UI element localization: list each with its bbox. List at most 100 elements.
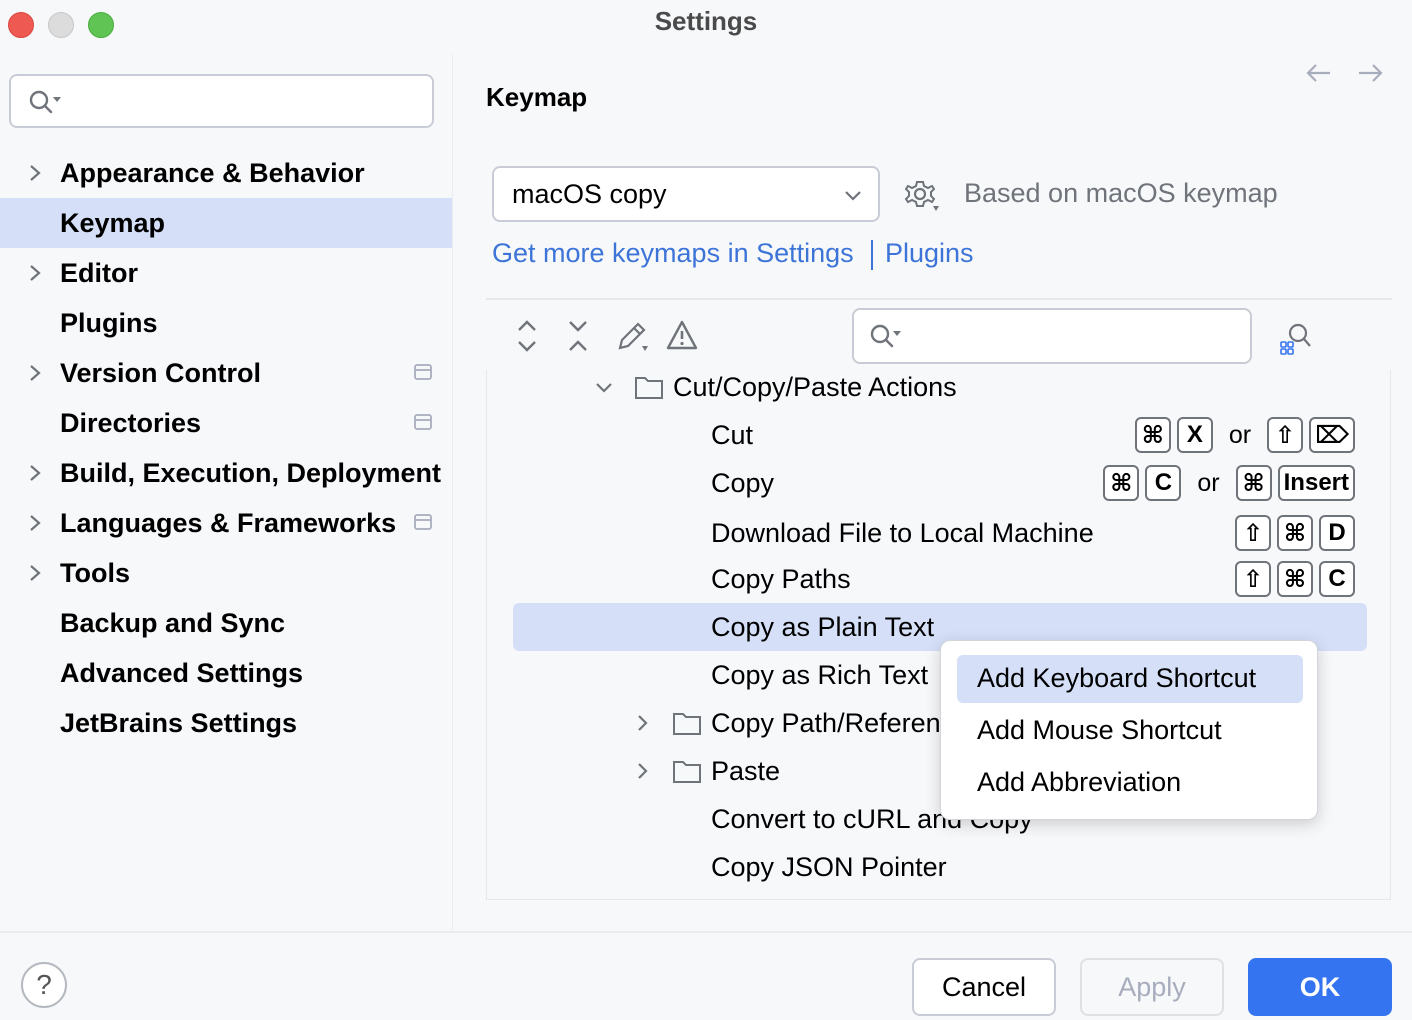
sidebar-item-plugins[interactable]: Plugins (0, 298, 452, 348)
find-by-shortcut-icon[interactable] (1278, 320, 1314, 356)
sidebar-search-input[interactable] (9, 74, 434, 128)
sidebar-item-label: JetBrains Settings (60, 708, 298, 738)
chevron-right-icon[interactable] (25, 461, 45, 485)
shortcut-keys: ⇧⌘C (1235, 555, 1355, 603)
window-title: Settings (654, 6, 758, 36)
tree-row-label: Copy as Rich Text (711, 660, 929, 690)
keycap: C (1145, 465, 1182, 501)
menu-item-label: Add Mouse Shortcut (977, 715, 1222, 745)
help-button[interactable]: ? (21, 962, 67, 1008)
add-abbreviation-item[interactable]: Add Abbreviation (957, 759, 1303, 807)
tree-group-label: Cut/Copy/Paste Actions (673, 372, 957, 402)
search-icon (870, 324, 901, 348)
keycap: Insert (1277, 465, 1355, 501)
sidebar-item-label: Languages & Frameworks (60, 508, 397, 538)
chevron-right-icon[interactable] (25, 361, 45, 385)
tree-row-label: Copy (711, 468, 775, 498)
chevron-right-icon[interactable] (25, 161, 45, 185)
sidebar-item-appearance-behavior[interactable]: Appearance & Behavior (0, 148, 452, 198)
sidebar-item-build-execution-deployment[interactable]: Build, Execution, Deployment (0, 448, 452, 498)
sidebar-item-label: Backup and Sync (60, 608, 286, 638)
chevron-down-icon (845, 191, 861, 201)
sidebar-item-label: Keymap (60, 208, 166, 238)
tree-group-row[interactable]: Cut/Copy/Paste Actions (487, 370, 1390, 411)
sidebar-item-editor[interactable]: Editor (0, 248, 452, 298)
sidebar-item-label: Directories (60, 408, 202, 438)
keycap: ⌘ (1277, 561, 1313, 597)
conflicts-warning-icon[interactable] (665, 318, 699, 354)
folder-icon (673, 713, 701, 735)
context-menu: Add Keyboard Shortcut Add Mouse Shortcut… (940, 640, 1318, 820)
keycap: ⇧ (1235, 515, 1271, 551)
keycap: ⌘ (1277, 515, 1313, 551)
plugins-link[interactable]: Plugins (885, 238, 974, 268)
action-search-input[interactable] (852, 308, 1252, 364)
chevron-right-icon[interactable] (631, 760, 653, 782)
add-mouse-shortcut-item[interactable]: Add Mouse Shortcut (957, 707, 1303, 755)
menu-item-label: Add Abbreviation (977, 767, 1182, 797)
maximize-window-button[interactable] (88, 12, 114, 38)
divider (486, 298, 1392, 300)
keycap: ⇧ (1267, 417, 1304, 453)
sidebar-item-jetbrains-settings[interactable]: JetBrains Settings (0, 698, 452, 748)
keycap: ⌘ (1235, 465, 1272, 501)
chevron-right-icon[interactable] (25, 561, 45, 585)
tree-action-row[interactable]: Copy Paths⇧⌘C (487, 555, 1390, 603)
tree-action-row[interactable]: Copy as Rich Text (487, 651, 1390, 699)
keycap: D (1319, 515, 1355, 551)
page-title: Keymap (486, 82, 588, 112)
tree-action-row[interactable]: Copy as Plain Text (513, 603, 1367, 651)
folder-icon (635, 377, 663, 399)
shortcut-keys: ⇧⌘D (1235, 509, 1355, 557)
ok-button[interactable]: OK (1248, 958, 1392, 1016)
keycap: ⌘ (1103, 465, 1140, 501)
tree-action-row[interactable]: Download File to Local Machine ⇧⌘D (487, 509, 1390, 557)
keymap-select[interactable]: macOS copy (492, 166, 880, 222)
expand-all-icon[interactable] (510, 318, 544, 354)
sidebar-item-label: Appearance & Behavior (60, 158, 365, 188)
sidebar-item-label: Build, Execution, Deployment (60, 458, 442, 488)
edit-icon[interactable] (614, 318, 648, 354)
close-window-button[interactable] (8, 12, 34, 38)
tree-action-row[interactable]: Copy JSON Pointer (487, 843, 1390, 891)
sidebar-item-directories[interactable]: Directories (0, 398, 452, 448)
keycap: X (1176, 417, 1213, 453)
folder-icon (673, 761, 701, 783)
sidebar-item-label: Plugins (60, 308, 158, 338)
project-settings-icon (414, 514, 432, 530)
sidebar-item-backup-and-sync[interactable]: Backup and Sync (0, 598, 452, 648)
sidebar-item-languages-frameworks[interactable]: Languages & Frameworks (0, 498, 452, 548)
keycap: ⌦ (1309, 417, 1355, 453)
tree-row-label: Download File to Local Machine (711, 518, 1094, 548)
menu-item-label: Add Keyboard Shortcut (977, 663, 1257, 693)
sidebar-item-label: Advanced Settings (60, 658, 304, 688)
minimize-window-button[interactable] (48, 12, 74, 38)
sidebar-item-version-control[interactable]: Version Control (0, 348, 452, 398)
add-keyboard-shortcut-item[interactable]: Add Keyboard Shortcut (957, 655, 1303, 703)
tree-folder-row[interactable]: Paste (487, 747, 1390, 795)
chevron-right-icon[interactable] (631, 712, 653, 734)
chevron-right-icon[interactable] (25, 511, 45, 535)
cancel-button[interactable]: Cancel (912, 958, 1056, 1016)
chevron-down-icon[interactable] (593, 376, 615, 398)
forward-arrow-icon[interactable] (1355, 58, 1385, 88)
tree-row-label: Copy as Plain Text (711, 612, 935, 642)
chevron-right-icon[interactable] (25, 261, 45, 285)
project-settings-icon (414, 364, 432, 380)
back-arrow-icon[interactable] (1304, 58, 1334, 88)
apply-button[interactable]: Apply (1080, 958, 1224, 1016)
gear-icon[interactable] (903, 178, 939, 214)
collapse-all-icon[interactable] (561, 318, 595, 354)
sidebar-item-advanced-settings[interactable]: Advanced Settings (0, 648, 452, 698)
settings-link[interactable]: Get more keymaps in Settings (492, 238, 854, 268)
sidebar-item-keymap[interactable]: Keymap (0, 198, 452, 248)
or-label: or (1197, 468, 1220, 497)
tree-row-label: Paste (711, 756, 781, 786)
sidebar-item-tools[interactable]: Tools (0, 548, 452, 598)
